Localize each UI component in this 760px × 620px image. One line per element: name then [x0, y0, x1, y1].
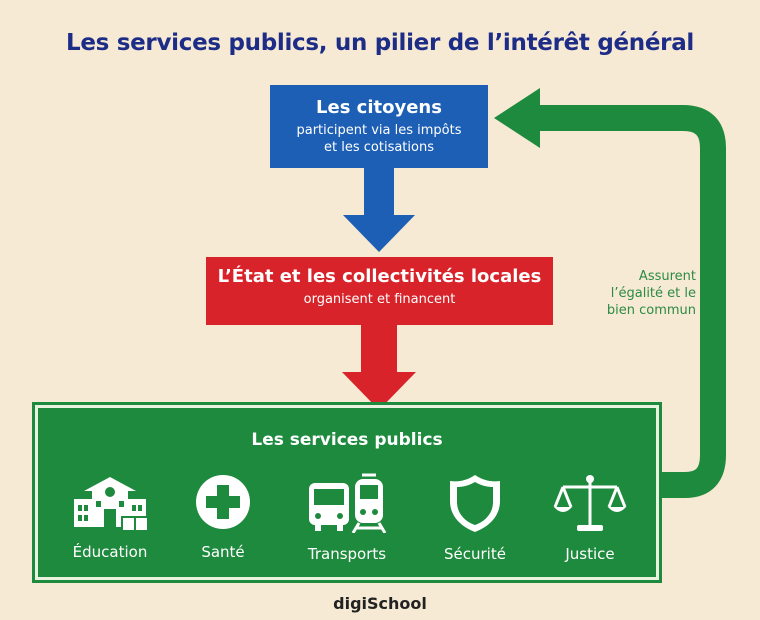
service-label: Transports [307, 545, 387, 563]
citizens-line-2: et les cotisations [324, 140, 434, 155]
service-label: Santé [201, 543, 245, 561]
state-box: L’État et les collectivités locales orga… [206, 257, 553, 325]
arrow-head-return [494, 88, 540, 148]
return-label-line-1: Assurent [638, 269, 696, 284]
citizens-title: Les citoyens [316, 97, 442, 118]
services-title: Les services publics [251, 430, 443, 450]
arrow-state-to-services [342, 325, 416, 410]
service-label: Sécurité [444, 545, 506, 563]
page-title: Les services publics, un pilier de l’int… [65, 30, 695, 56]
state-subtitle: organisent et financent [303, 292, 456, 307]
arrow-citizens-to-state [343, 168, 415, 252]
scales-icon [553, 475, 627, 531]
school-icon [74, 477, 149, 531]
service-label: Justice [565, 545, 615, 563]
service-label: Éducation [72, 543, 148, 561]
service-justice: Justice [530, 473, 650, 563]
bus-train-icon [309, 473, 387, 533]
service-education: Éducation [50, 473, 170, 561]
state-title: L’État et les collectivités locales [217, 266, 542, 287]
return-label-line-2: l’égalité et le [610, 286, 696, 301]
shield-icon [450, 475, 500, 532]
return-arrow-label: Assurent l’égalité et le bien commun [566, 268, 696, 319]
citizens-box: Les citoyens participent via les impôts … [270, 85, 488, 168]
arrow-services-to-citizens [535, 105, 726, 498]
brand-logo: digiSchool [333, 594, 427, 613]
return-label-line-3: bien commun [606, 303, 696, 318]
citizens-line-1: participent via les impôts [296, 123, 462, 138]
health-cross-icon [196, 475, 250, 529]
service-transport: Transports [287, 473, 407, 563]
service-health: Santé [163, 473, 283, 561]
services-panel: Les services publics Éducation [32, 402, 662, 583]
service-security: Sécurité [415, 473, 535, 563]
